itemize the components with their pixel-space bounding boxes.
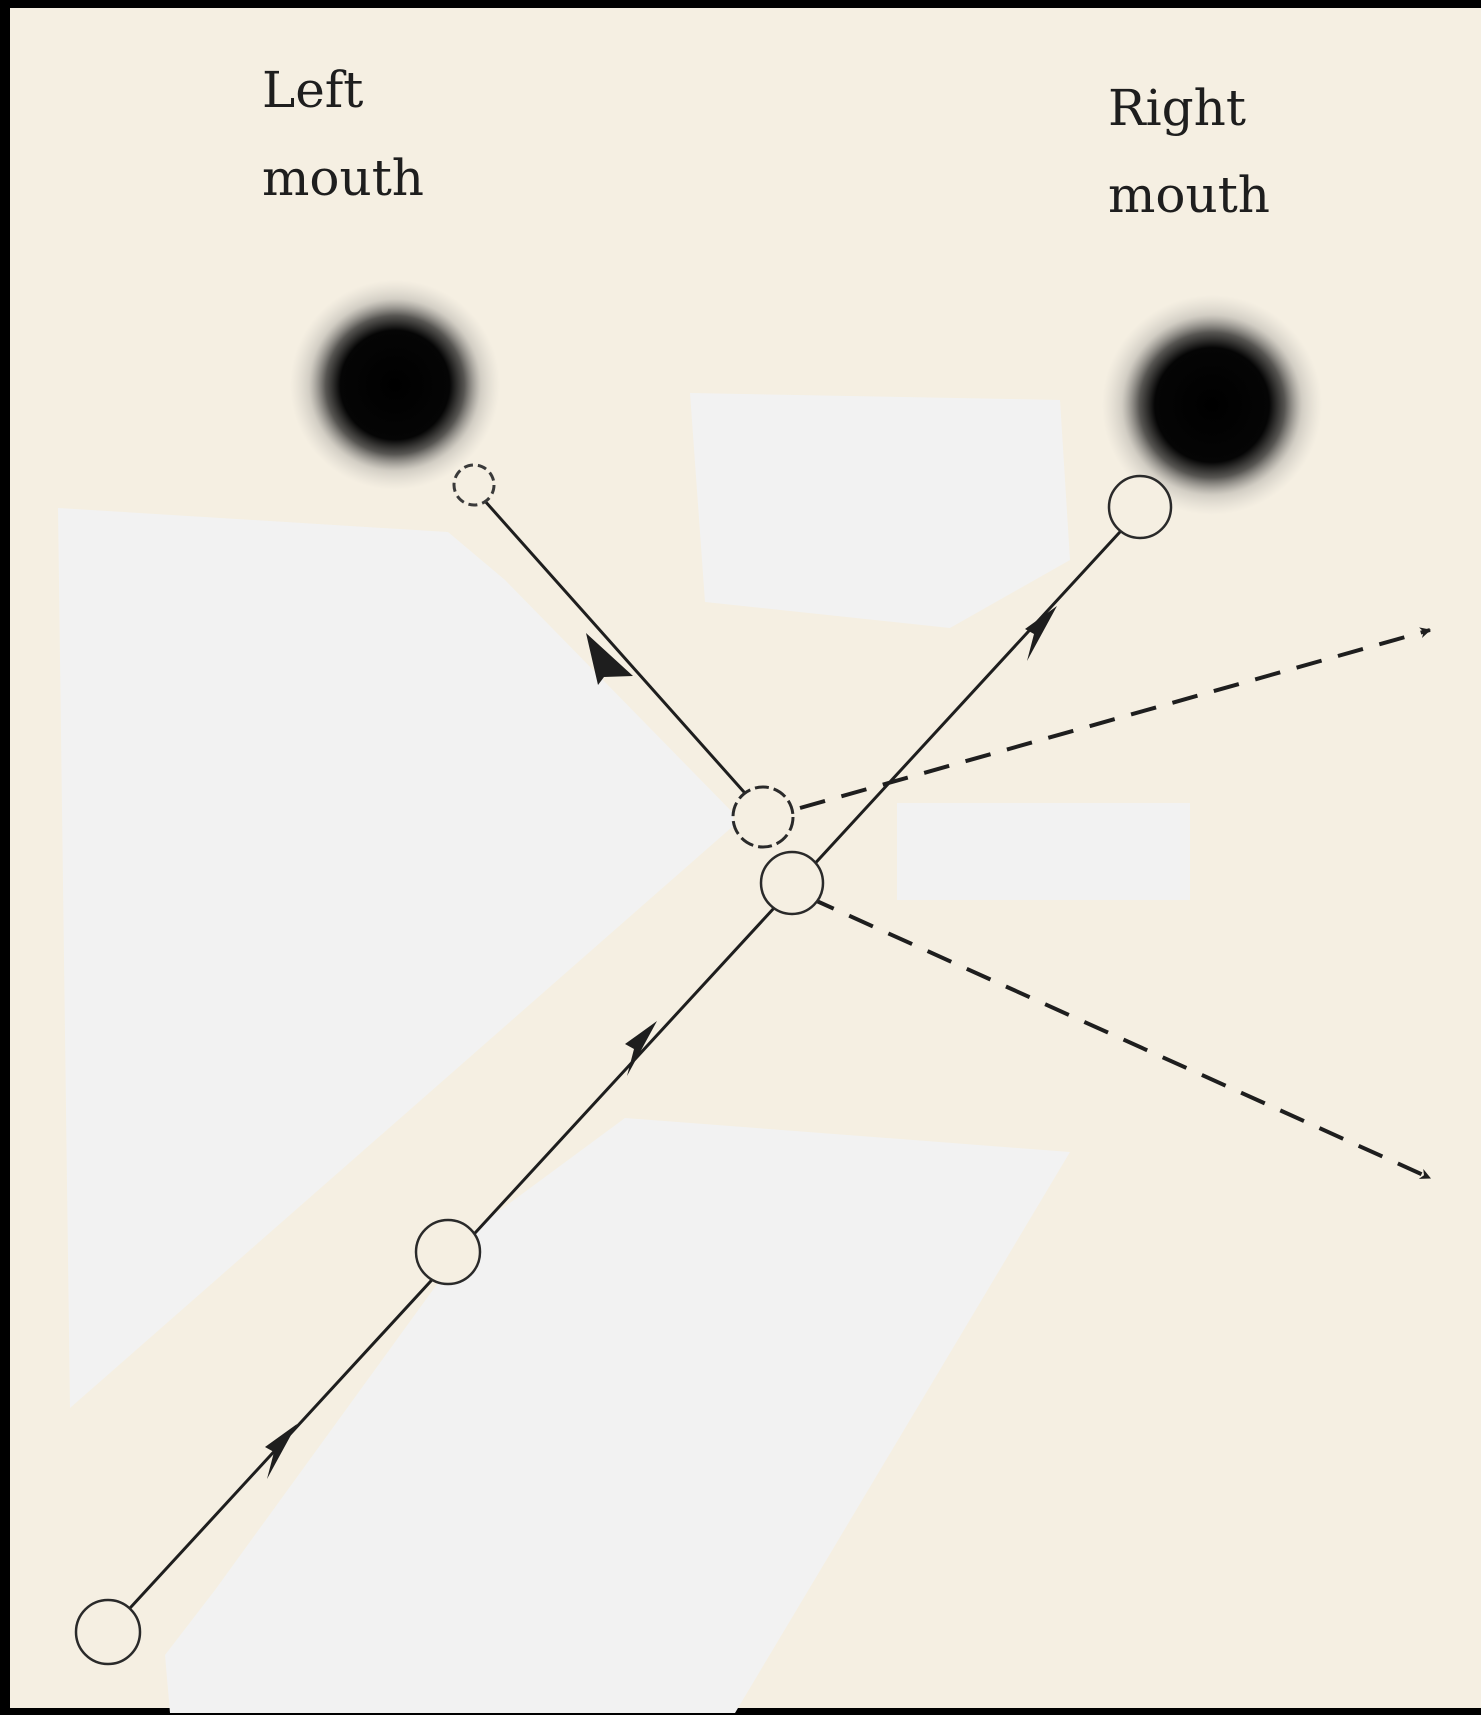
right-mouth-label-line-1: Right [1108, 79, 1246, 137]
right-mouth-label-line-2: mouth [1108, 166, 1270, 224]
ball-incoming-collision [761, 852, 823, 914]
ball-emerging-collision [733, 787, 793, 847]
left-mouth [290, 280, 500, 490]
ball-middle [416, 1220, 480, 1284]
ball-at-left-mouth [454, 465, 494, 505]
left-mouth-label-line-1: Left [262, 61, 363, 119]
mask-region-middle-right [897, 803, 1190, 900]
ball-start [76, 1600, 140, 1664]
ball-at-right-mouth [1109, 476, 1171, 538]
left-mouth-label-line-2: mouth [262, 149, 424, 207]
